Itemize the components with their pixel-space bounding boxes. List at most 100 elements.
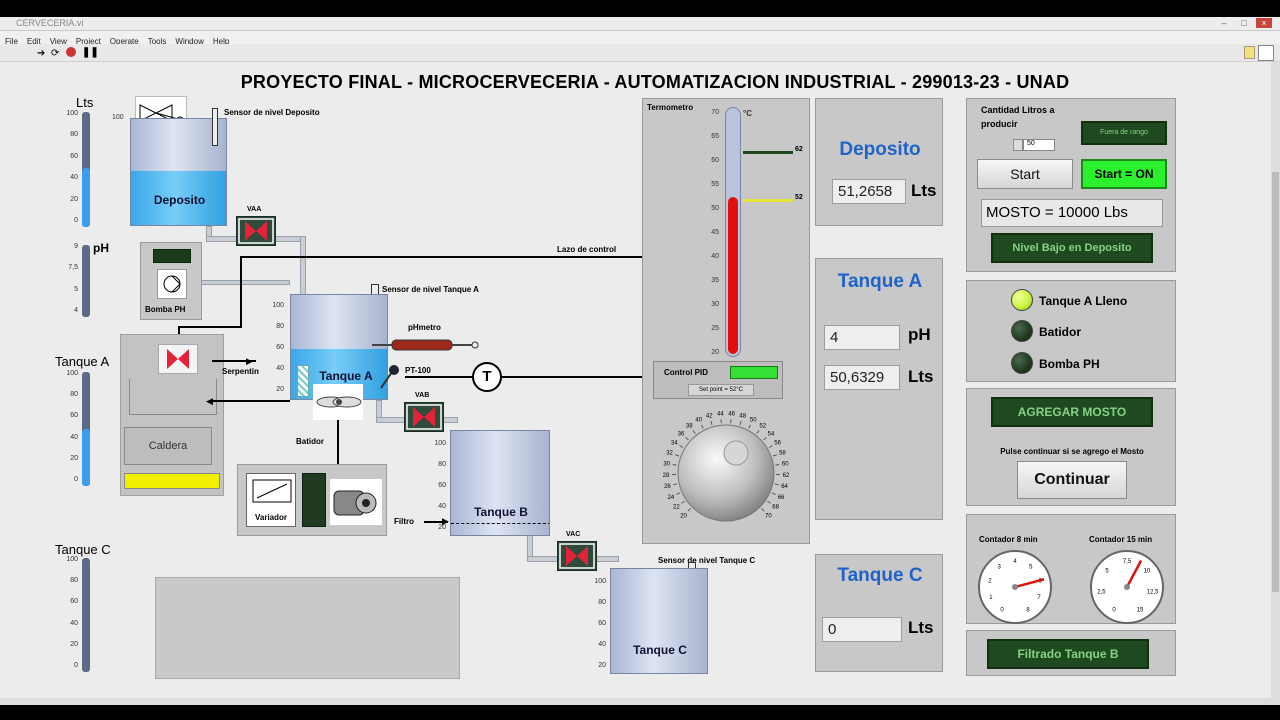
run-arrow-icon[interactable]: ➔ [37,48,46,59]
sensor-tanque-a-label: Sensor de nivel Tanque A [382,285,479,294]
menu-view[interactable]: View [49,37,67,46]
cantidad-input[interactable]: 50 [1023,139,1055,151]
knob-tick-mark [748,424,751,429]
start-button[interactable]: Start [977,159,1073,189]
knob-tick-mark [771,492,776,495]
menu-project[interactable]: Project [75,37,101,46]
dial-tick-label: 4 [1013,559,1017,565]
pause-icon[interactable]: ❚❚ [82,47,99,58]
knob-body[interactable] [677,424,775,522]
tanque-a-gauge-label: Tanque A [55,354,110,369]
knob-tick-label: 50 [750,418,757,424]
ph-gauge-label: pH [93,241,109,255]
vab-valve[interactable] [404,402,444,432]
knob-tick-label: 64 [781,484,788,490]
pulse-continuar-label: Pulse continuar si se agrego el Mosto [1000,447,1144,456]
motor-icon [330,479,382,525]
thermometer-tick: 45 [711,229,719,236]
batidor-propeller-icon [313,384,363,420]
menu-window[interactable]: Window [175,37,204,46]
control-loop-line-to-valve [178,326,242,328]
knob-tick-label: 68 [772,505,779,511]
bomba-ph-status-led [1011,352,1033,374]
vac-valve[interactable] [557,541,597,571]
tanque-c-unit: Lts [908,618,934,637]
dial-tick-label: 7,5 [1123,559,1132,565]
gauge-track[interactable] [82,245,90,317]
horizontal-scrollbar[interactable] [0,698,1280,705]
menu-help[interactable]: Help [212,37,230,46]
minimize-icon[interactable]: – [1221,18,1227,28]
window-titlebar: CERVECERIA.vi – □ × [0,17,1280,31]
tank-scale-tick: 20 [276,386,284,393]
caldera-valve[interactable] [158,344,198,374]
deposito-tick-100: 100 [112,114,124,121]
dial-svg: 012345678 [978,550,1052,624]
status-leds-panel: Tanque A Lleno Batidor Bomba PH [966,280,1176,382]
knob-tick-label: 56 [774,440,781,446]
knob-tick-label: 58 [779,451,786,457]
pid-label: Control PID [664,368,708,377]
menu-tools[interactable]: Tools [147,37,167,46]
knob-tick-mark [774,483,779,486]
dial-tick-label: 12,5 [1147,590,1159,596]
knob-tick-mark [761,508,765,512]
cantidad-spinner[interactable] [1013,139,1023,151]
vertical-scrollbar[interactable] [1271,62,1280,698]
dial-tick-label: 0 [1000,608,1004,614]
variador-icon: Variador [246,473,296,527]
deposito-readout-panel: Deposito 51,2658 Lts [815,98,943,226]
knob-tick-mark [739,421,742,426]
dial-needle [1014,578,1045,589]
run-continuously-icon[interactable]: ⟳ [51,48,60,59]
gauge-track[interactable] [82,558,90,672]
deposito-tank: Deposito [130,118,227,226]
control-loop-line-top [240,256,695,258]
gauge-tick-label: 40 [70,174,78,182]
knob-tick-label: 28 [663,473,670,479]
continuar-button[interactable]: Continuar [1017,461,1127,499]
thermometer-tick: 55 [711,181,719,188]
gauge-tick-label: 40 [70,619,78,627]
fuera-rango-led: Fuera de rango [1081,121,1167,145]
gauge-tick-label: 80 [70,577,78,585]
tanque-a-ph-display: 4 [824,325,900,350]
tanque-a-lleno-led [1011,289,1033,311]
tanque-a-lts-display: 50,6329 [824,365,900,390]
caldera-heat-indicator [124,473,220,489]
filtro-label: Filtro [394,517,414,526]
thermometer-unit: °C [743,109,752,118]
vaa-valve[interactable] [236,216,276,246]
pid-box: Control PID Set point = 52°C [653,361,783,399]
agregar-mosto-led: AGREGAR MOSTO [991,397,1153,427]
thermometer-tube [725,107,741,357]
marker-top-label: 62 [795,146,803,153]
tanque-c-readout-title: Tanque C [837,565,923,586]
help-icon[interactable] [1244,46,1255,59]
deposito-unit: Lts [911,181,937,200]
start-panel: Cantidad Litros a producir 50 Fuera de r… [966,98,1176,272]
batidor-shaft-line [337,400,339,464]
abort-icon[interactable] [66,47,76,57]
dial-tick-label: 7 [1037,595,1041,601]
tank-scale-tick: 40 [276,365,284,372]
marker-bottom-bar [743,199,793,202]
sensor-deposito-probe [212,108,218,146]
maximize-icon[interactable]: □ [1241,18,1247,28]
dial-tick-label: 1 [989,595,993,601]
filtro-line [451,523,549,524]
menu-edit[interactable]: Edit [26,37,41,46]
menu-file[interactable]: File [5,37,18,46]
vertical-scroll-thumb[interactable] [1272,172,1279,592]
menu-operate[interactable]: Operate [109,37,139,46]
filtrado-led: Filtrado Tanque B [987,639,1149,669]
gauge-tick-label: 0 [74,662,78,669]
close-icon[interactable]: × [1256,18,1272,28]
